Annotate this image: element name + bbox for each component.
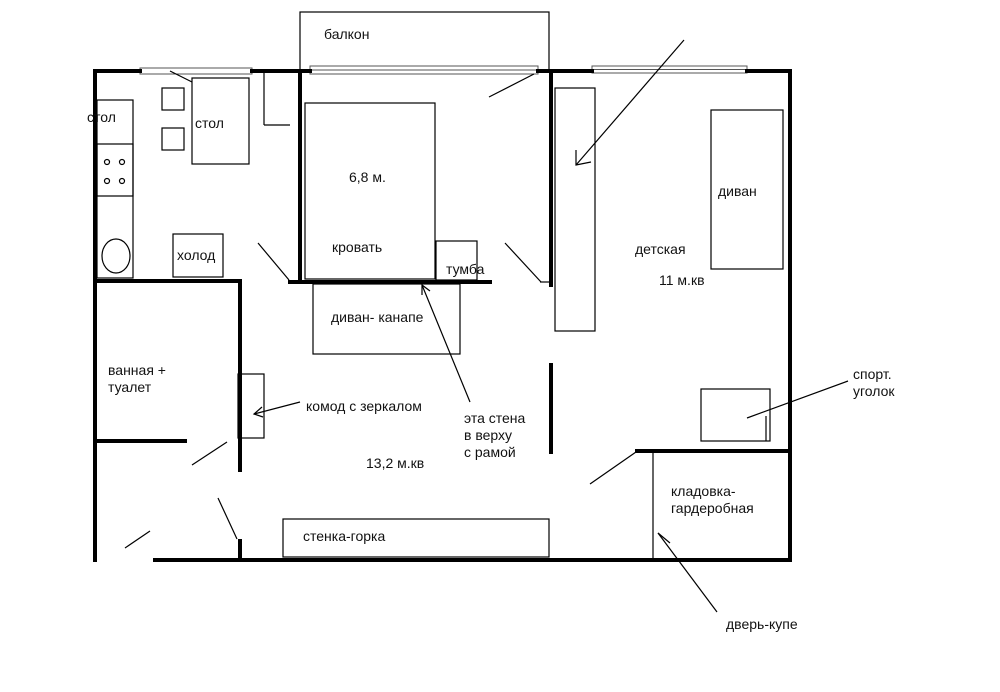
wall-note-line3: с рамой: [464, 444, 516, 460]
table-left-label: стол: [87, 109, 116, 125]
sport-corner-line1: спорт.: [853, 366, 892, 382]
sofa-canape-label: диван- канапе: [331, 309, 424, 325]
bedroom-area-label: 6,8 м.: [349, 169, 386, 185]
nightstand-label: тумба: [446, 261, 485, 277]
dresser-label: комод с зеркалом: [306, 398, 422, 414]
fridge-label: холод: [177, 247, 216, 263]
kids-sofa-label: диван: [718, 183, 757, 199]
wall-unit-label: стенка-горка: [303, 528, 386, 544]
wall-note-line2: в верху: [464, 427, 513, 443]
kids-area-label: 11 м.кв: [659, 272, 705, 288]
sport-corner-label: спорт. уголок: [853, 366, 895, 400]
walls: [93, 69, 792, 562]
sport-corner-line2: уголок: [853, 383, 895, 399]
living-area-label: 13,2 м.кв: [366, 455, 425, 471]
sliding-door-label: дверь-купе: [726, 616, 798, 632]
bathroom-label-line1: ванная +: [108, 362, 166, 378]
bathroom-label-line2: туалет: [108, 379, 152, 395]
wall-note-line1: эта стена: [464, 410, 526, 426]
kids-room-label: детская: [635, 241, 686, 257]
storage-label-line2: гардеробная: [671, 500, 754, 516]
kitchen-table-label: стол: [195, 115, 224, 131]
wall-note-label: эта стена в верху с рамой: [464, 410, 525, 461]
storage-label: кладовка- гардеробная: [671, 483, 754, 517]
bed-label: кровать: [332, 239, 383, 255]
bathroom-label: ванная + туалет: [108, 362, 166, 396]
storage-label-line1: кладовка-: [671, 483, 736, 499]
balcony-label: балкон: [324, 26, 370, 42]
furniture: [96, 39, 849, 613]
